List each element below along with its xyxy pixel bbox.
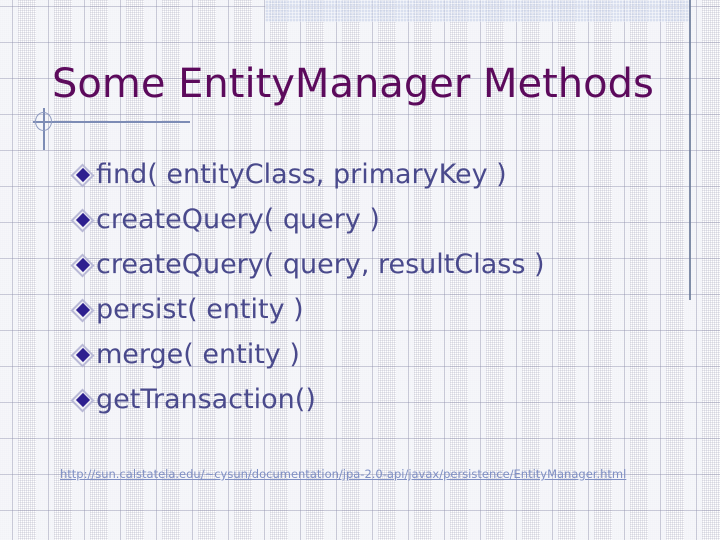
diamond-bullet-icon bbox=[70, 207, 95, 233]
diamond-bullet-icon bbox=[70, 297, 95, 323]
diamond-bullet-icon bbox=[70, 342, 95, 368]
method-list: find( entityClass, primaryKey ) createQu… bbox=[70, 152, 692, 422]
diamond-bullet-icon bbox=[70, 252, 95, 278]
page-title: Some EntityManager Methods bbox=[52, 61, 654, 107]
method-signature: createQuery( query ) bbox=[96, 203, 380, 235]
method-signature: find( entityClass, primaryKey ) bbox=[96, 158, 507, 190]
title-underline-rule bbox=[33, 121, 190, 123]
method-signature: persist( entity ) bbox=[96, 293, 304, 325]
list-item: createQuery( query ) bbox=[70, 197, 692, 242]
method-signature: getTransaction() bbox=[96, 383, 316, 415]
method-signature: merge( entity ) bbox=[96, 338, 300, 370]
title-circle-decoration bbox=[35, 112, 52, 131]
right-vertical-rule bbox=[689, 0, 691, 300]
top-accent-band bbox=[265, 0, 690, 22]
list-item: getTransaction() bbox=[70, 377, 692, 422]
diamond-bullet-icon bbox=[70, 162, 95, 188]
list-item: createQuery( query, resultClass ) bbox=[70, 242, 692, 287]
reference-url-link[interactable]: http://sun.calstatela.edu/~cysun/documen… bbox=[60, 467, 627, 481]
list-item: persist( entity ) bbox=[70, 287, 692, 332]
list-item: merge( entity ) bbox=[70, 332, 692, 377]
diamond-bullet-icon bbox=[70, 387, 95, 413]
list-item: find( entityClass, primaryKey ) bbox=[70, 152, 692, 197]
method-signature: createQuery( query, resultClass ) bbox=[96, 248, 545, 280]
